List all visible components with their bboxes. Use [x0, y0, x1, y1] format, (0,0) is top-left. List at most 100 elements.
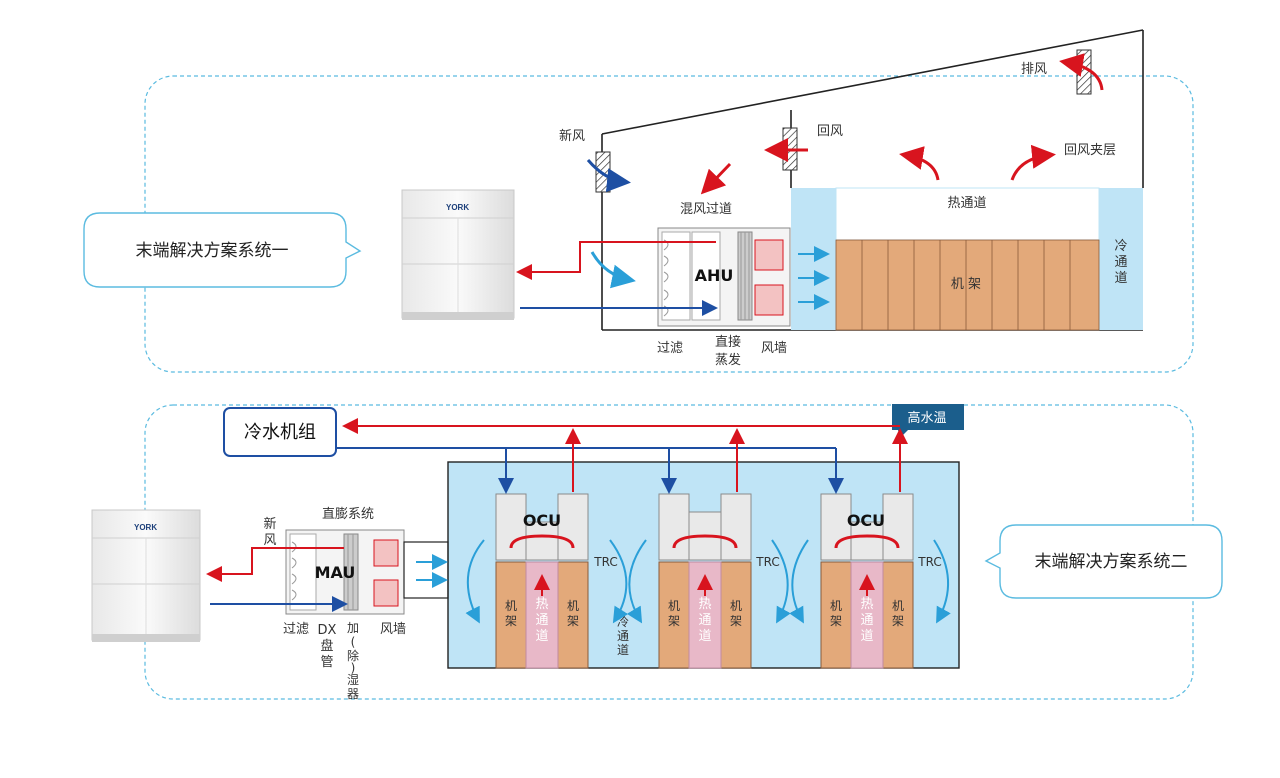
svg-text:除: 除: [347, 648, 359, 663]
svg-text:机: 机: [668, 599, 680, 613]
filter-label-2: 过滤: [283, 622, 309, 637]
high-water-temp-tag: 高水温: [892, 404, 964, 438]
svg-text:冷: 冷: [1114, 239, 1127, 254]
hot-aisle-labels-2: 热通道 热通道 热通道: [535, 597, 873, 644]
pod-2: [658, 493, 752, 669]
svg-text:管: 管: [320, 655, 333, 670]
mau-label: MAU: [315, 563, 356, 582]
return-air-label: 回风: [817, 124, 843, 139]
cold-aisle-right: [1099, 188, 1143, 330]
pod-water-lines: [498, 428, 908, 494]
svg-text:湿: 湿: [347, 672, 359, 687]
trc-label-1: TRC: [593, 555, 617, 569]
direct-evap-label-1: 直接: [715, 334, 741, 350]
mixing-path-label: 混风过道: [680, 202, 732, 217]
svg-text:架: 架: [668, 614, 680, 628]
trc-label-2: TRC: [755, 555, 779, 569]
mixing-path-arrow: [700, 162, 732, 195]
direct-expansion-label: 直膨系统: [322, 507, 374, 522]
chiller-label: 冷水机组: [244, 422, 316, 443]
york-unit-2: YORK: [91, 509, 201, 642]
york-brand-2: YORK: [134, 523, 157, 532]
svg-text:器: 器: [347, 687, 359, 701]
high-water-temp-label: 高水温: [907, 410, 946, 426]
cold-aisle-label-2: 冷 通 道: [617, 615, 629, 657]
humidifier-label: 加 ( 除 ) 湿 器: [347, 621, 359, 701]
svg-text:架: 架: [830, 614, 842, 628]
svg-text:机: 机: [830, 599, 842, 613]
refrigerant-return-line-2: [206, 547, 344, 582]
svg-text:架: 架: [567, 614, 579, 628]
ahu-label: AHU: [695, 266, 734, 285]
york-unit-1: YORK: [401, 189, 515, 320]
mau-duct: [403, 541, 449, 599]
rack-label-1: 机 架: [951, 277, 981, 292]
svg-text:道: 道: [617, 643, 629, 657]
svg-text:机: 机: [892, 599, 904, 613]
svg-text:道: 道: [860, 629, 873, 644]
ahu-unit: AHU: [657, 227, 791, 327]
fresh-air-label-2a: 新: [263, 516, 276, 532]
chiller-box: [223, 407, 337, 457]
hot-aisle-label-1: 热通道: [947, 196, 986, 211]
svg-text:道: 道: [698, 629, 711, 644]
hot-air-arrow-2: [1010, 144, 1056, 181]
svg-text:通: 通: [617, 629, 629, 643]
fresh-air-label-2b: 风: [263, 533, 276, 548]
trc-label-3: TRC: [917, 555, 941, 569]
supply-air-arrows-1: [798, 246, 830, 310]
mau-supply-arrows: [416, 554, 448, 588]
svg-text:盘: 盘: [320, 638, 333, 654]
hot-air-arrow-1: [899, 146, 940, 181]
svg-text:道: 道: [1114, 271, 1127, 286]
system-one-callout-text: 末端解决方案系统一: [136, 241, 289, 261]
svg-text:通: 通: [698, 613, 711, 628]
svg-text:热: 热: [535, 597, 548, 612]
svg-text:DX: DX: [318, 623, 337, 638]
pod-1: [495, 493, 589, 669]
system-two-callout: 末端解决方案系统二: [984, 524, 1223, 599]
svg-text:通: 通: [535, 613, 548, 628]
fan-wall-label-2: 风墙: [380, 622, 406, 637]
svg-text:热: 热: [698, 597, 711, 612]
svg-text:): ): [351, 661, 356, 675]
svg-text:机: 机: [730, 599, 742, 613]
mix-air-arrow: [590, 251, 636, 289]
svg-text:道: 道: [535, 629, 548, 644]
system-one-frame: [144, 75, 1194, 373]
system-two-callout-text: 末端解决方案系统二: [1035, 552, 1188, 572]
svg-text:(: (: [351, 635, 356, 649]
svg-text:通: 通: [1114, 255, 1127, 270]
fan-wall-label-1: 风墙: [761, 341, 787, 356]
cold-aisle-label-1: 冷 通 道: [1114, 239, 1127, 286]
svg-text:架: 架: [892, 614, 904, 628]
cold-air-circulation: [465, 539, 951, 624]
svg-text:通: 通: [860, 613, 873, 628]
dx-coil-label: DX 盘 管: [318, 623, 337, 670]
system-one-callout: 末端解决方案系统一: [83, 212, 362, 288]
cold-aisle-left: [791, 188, 836, 330]
exhaust-damper: [1076, 49, 1092, 95]
fresh-air-arrow: [586, 159, 631, 193]
york-brand-1: YORK: [446, 203, 469, 212]
svg-text:架: 架: [730, 614, 742, 628]
svg-text:冷: 冷: [617, 615, 629, 629]
svg-text:加: 加: [347, 621, 359, 635]
return-plenum-label: 回风夹层: [1064, 143, 1116, 158]
direct-evap-label-2: 蒸发: [715, 352, 741, 368]
rack-labels-2: 机架 机架 机架 机架 机架 机架: [505, 599, 904, 628]
fresh-air-label-1: 新风: [559, 128, 585, 144]
refrigerant-return-line-1: [516, 241, 716, 280]
exhaust-arrow: [1059, 53, 1104, 91]
mau-unit: MAU: [285, 529, 405, 615]
svg-text:架: 架: [505, 614, 517, 628]
filter-label-1: 过滤: [657, 341, 683, 356]
rack-row-1: [835, 239, 1100, 331]
svg-text:热: 热: [860, 597, 873, 612]
svg-text:机: 机: [505, 599, 517, 613]
exhaust-label: 排风: [1021, 62, 1047, 77]
ocu-label-1: OCU: [523, 511, 561, 530]
svg-text:机: 机: [567, 599, 579, 613]
ocu-label-2: OCU: [847, 511, 885, 530]
